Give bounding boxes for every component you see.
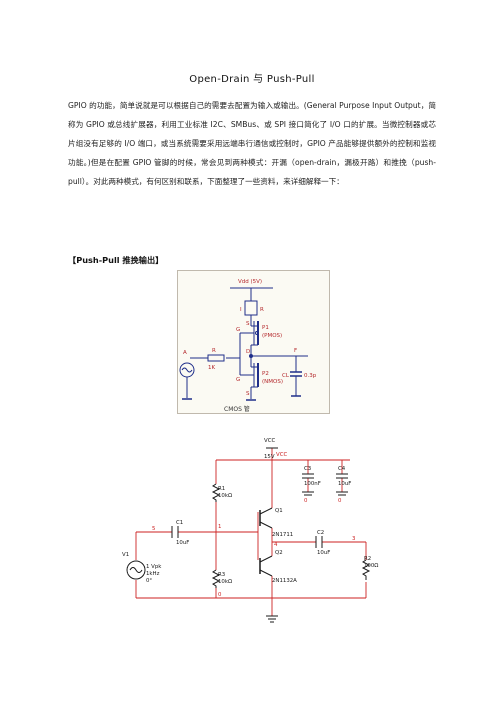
cmos-schematic: Vdd (5V) I R P1 (PMOS) P2 (NMOS) G S D G… (179, 279, 317, 413)
q2-label: Q2 (275, 550, 283, 556)
c4-value: 10uF (338, 481, 351, 487)
current-source-box (244, 300, 258, 316)
i-label: I (240, 307, 242, 313)
c4-label: C4 (338, 466, 346, 472)
vdd-label: Vdd (5V) (238, 279, 262, 285)
node-4: 4 (274, 542, 278, 548)
node-0-r3: 0 (218, 592, 222, 598)
vcc-volt: 15V (264, 454, 275, 460)
p2-label: P2 (262, 371, 269, 377)
c2-value: 10uF (317, 550, 330, 556)
c1-value: 10uF (176, 540, 189, 546)
node-1: 1 (218, 524, 221, 530)
node-5: 5 (152, 526, 155, 532)
g-label-top: G (236, 327, 240, 333)
r1-value: 10kΩ (218, 493, 232, 499)
bjt-schematic: VCC 15V C3 100nF C4 10uF R1 10kΩ Q1 2N17… (120, 420, 388, 636)
f-label: F (294, 348, 297, 354)
document-title: Open-Drain 与 Push-Pull (189, 74, 315, 85)
s-label-bottom: S (246, 391, 250, 397)
r1-resistor (211, 483, 221, 502)
q1-label: Q1 (275, 508, 283, 514)
c1-label: C1 (176, 520, 183, 526)
vcc-label: VCC (264, 438, 275, 444)
c3-label: C3 (304, 466, 311, 472)
section-heading: 【Push-Pull 推挽输出】 (68, 255, 164, 265)
cl-value: 0.3p (304, 373, 317, 379)
r3-resistor (211, 569, 221, 588)
v1-label: V1 (122, 552, 129, 558)
p1-label: P1 (262, 325, 269, 331)
q1-part: 2N1711 (272, 532, 293, 538)
input-resistor (207, 354, 225, 362)
r3-label: R3 (218, 572, 225, 578)
node-3: 3 (352, 536, 355, 542)
r-value: 1K (208, 365, 215, 371)
q2-part: 2N1132A (272, 578, 297, 584)
vcc-net-label: VCC (276, 452, 287, 458)
node-0-c3: 0 (304, 498, 308, 504)
grid-dots (120, 420, 388, 636)
r2-value: 100Ω (364, 563, 378, 569)
p2-type: (NMOS) (262, 379, 283, 385)
ground-symbol-c3 (302, 491, 314, 496)
r3-value: 10kΩ (218, 579, 232, 585)
a-label: A (183, 350, 187, 356)
r-label-top: R (260, 307, 264, 313)
v1-phase: 0° (146, 578, 152, 584)
cl-label: CL (282, 373, 290, 379)
bjt-push-pull-figure: VCC 15V C3 100nF C4 10uF R1 10kΩ Q1 2N17… (120, 420, 388, 636)
v1-source (126, 560, 146, 580)
g-label-bottom: G (236, 377, 240, 383)
p1-type: (PMOS) (262, 333, 282, 339)
r2-resistor (361, 559, 371, 580)
r-label-input: R (212, 348, 216, 354)
intro-paragraph: GPIO 的功能，简单说就是可以根据自己的需要去配置为输入或输出。(Genera… (68, 101, 436, 186)
c3-value: 100nF (304, 481, 321, 487)
ground-symbol-c4 (336, 491, 348, 496)
s-label-top: S (246, 321, 250, 327)
v1-amplitude: 1 Vpk (146, 564, 162, 570)
cmos-push-pull-figure: Vdd (5V) I R P1 (PMOS) P2 (NMOS) G S D G… (177, 270, 330, 414)
r1-label: R1 (218, 486, 225, 492)
cmos-caption: CMOS 管 (224, 405, 250, 413)
c2-label: C2 (317, 530, 324, 536)
r2-label: R2 (364, 556, 371, 562)
node-0-c4: 0 (338, 498, 342, 504)
v1-frequency: 1kHz (146, 571, 160, 577)
ground-symbol-q2 (266, 615, 278, 623)
d-label: D (246, 349, 250, 355)
